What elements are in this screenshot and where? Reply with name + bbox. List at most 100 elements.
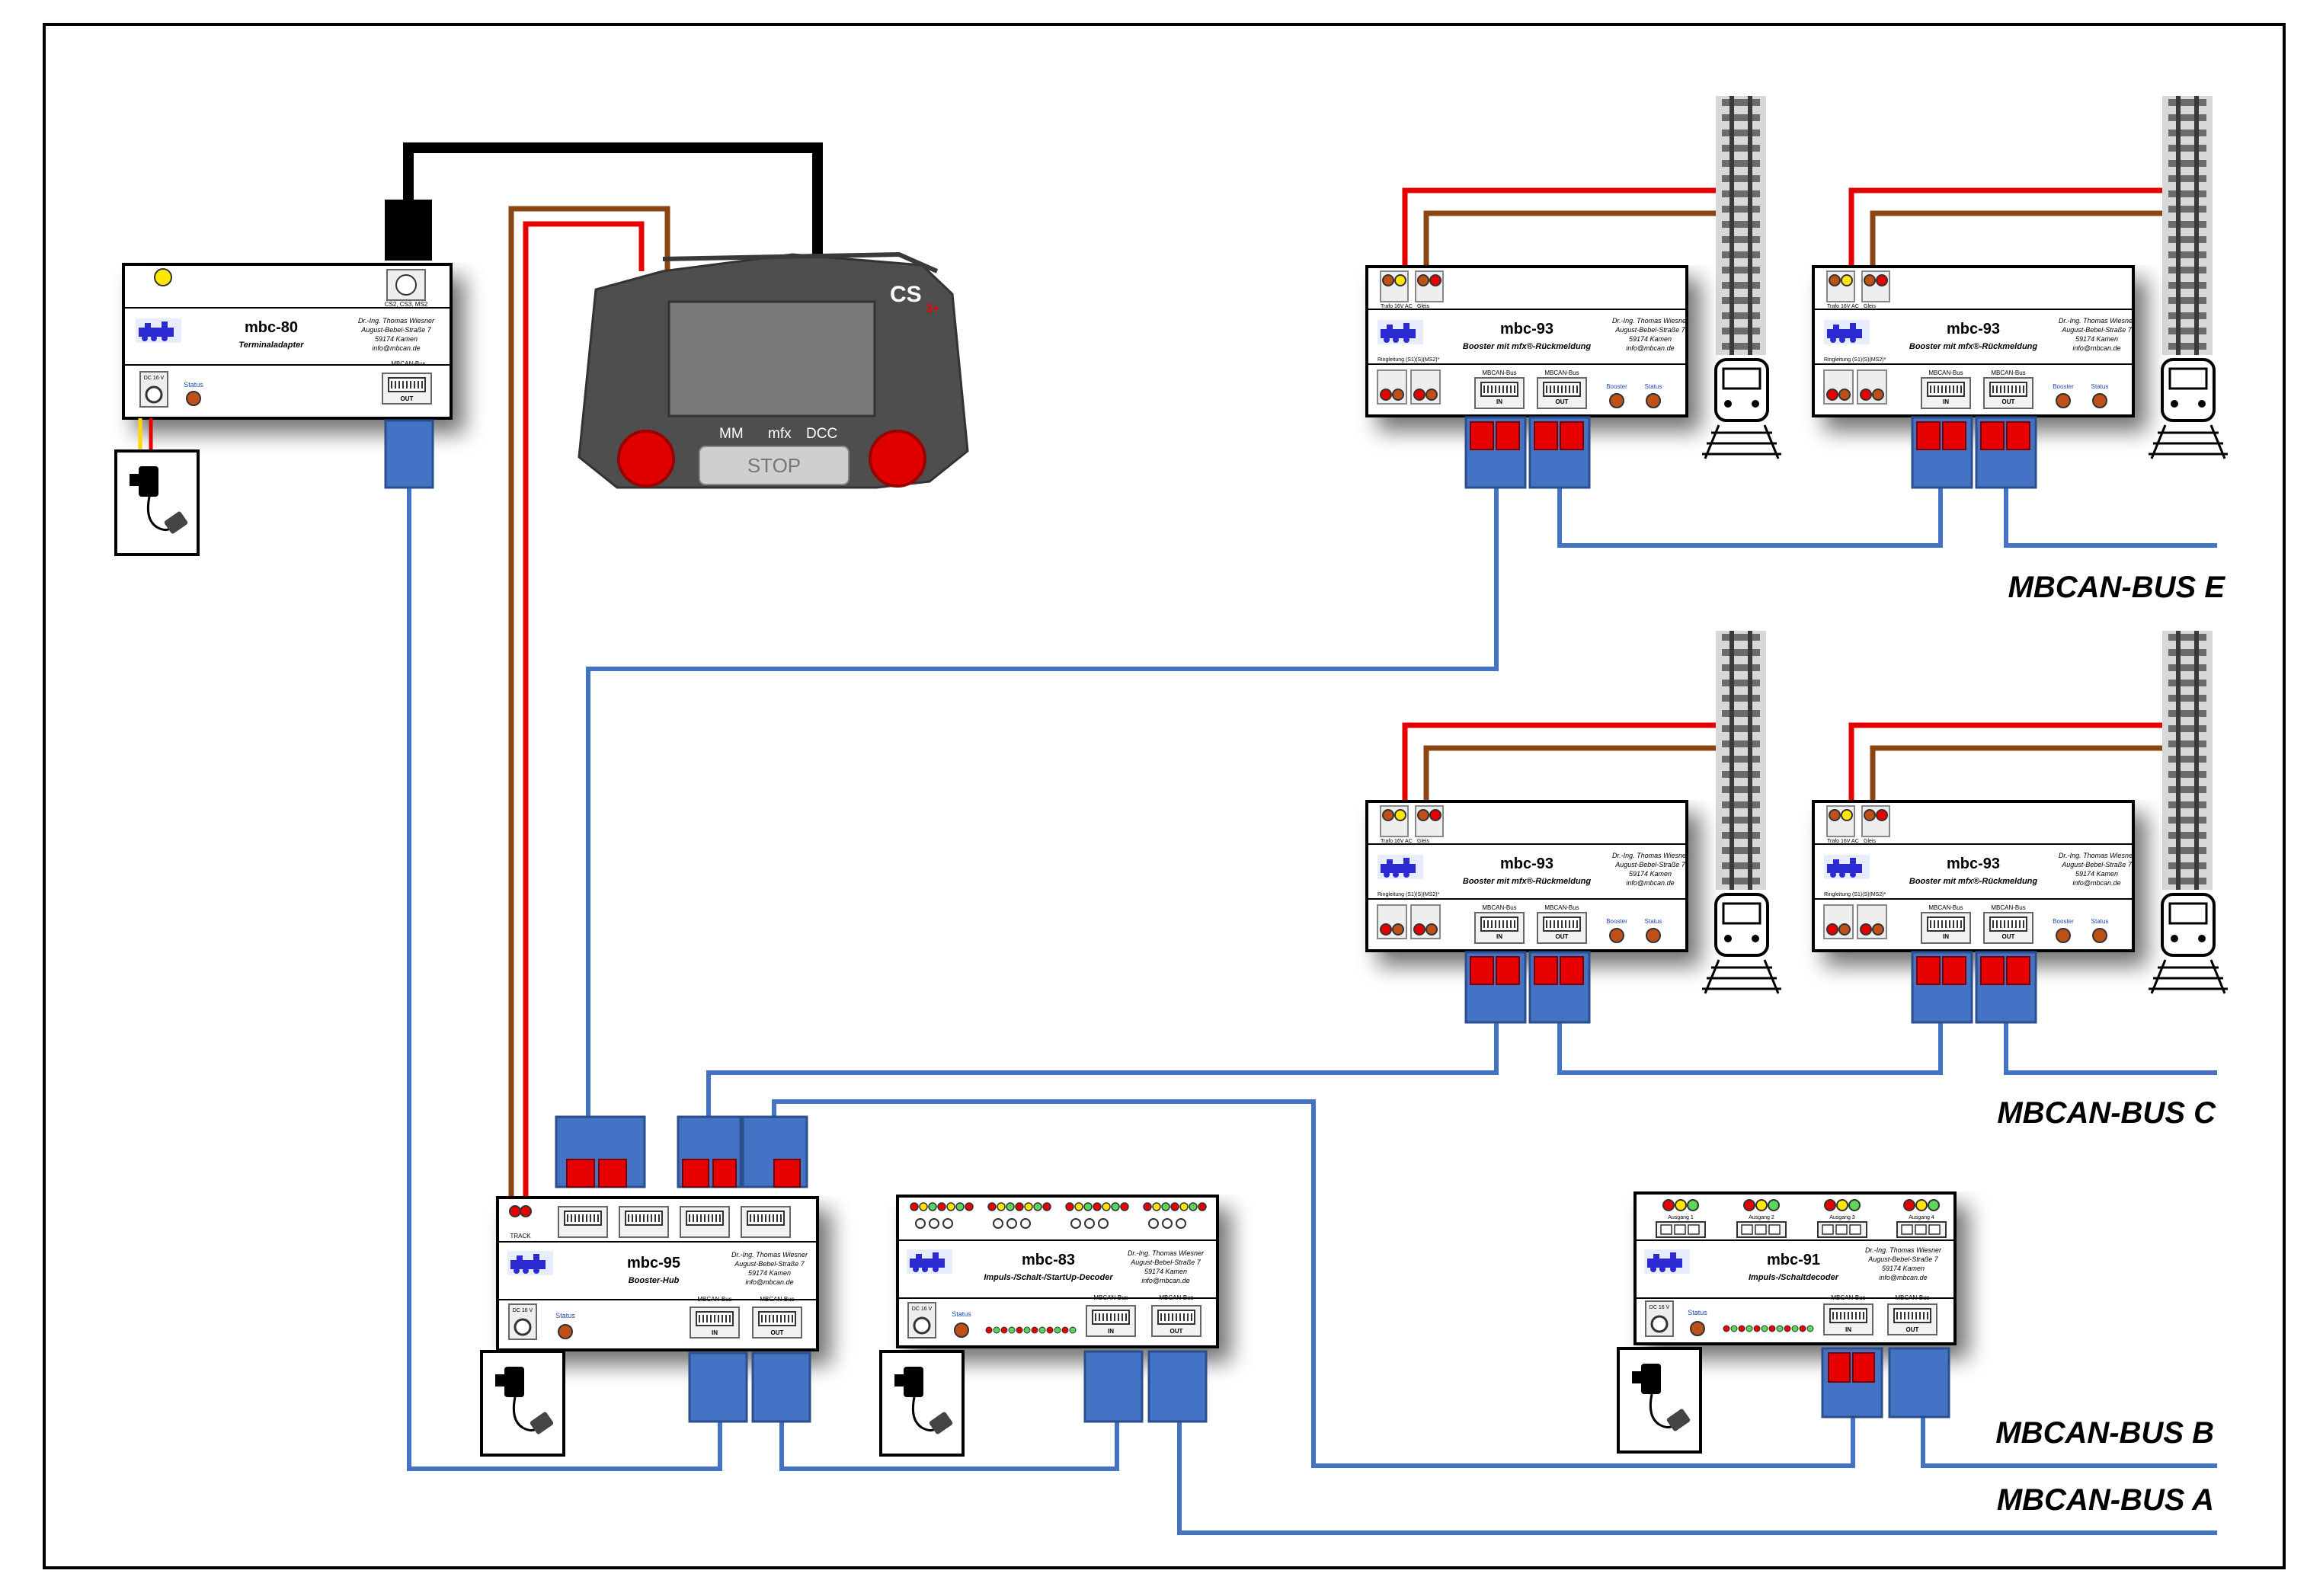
mbc95-power-label: DC 16 V (513, 1308, 533, 1313)
mbc95-subtitle: Booster-Hub (629, 1276, 680, 1285)
booster-bus-label-in: MBCAN-Bus (1482, 904, 1516, 911)
booster-ring-label: Ringleitung (S1)(S)(MS2)* (1824, 892, 1886, 897)
booster-wire-brown (1870, 210, 2162, 267)
mbc80-addr-3: 59174 Kamen (375, 335, 418, 343)
booster-booster-label: Booster (1606, 383, 1627, 390)
mbc91-logo (1644, 1249, 1690, 1274)
mbc91-output-label-1: Ausgang 1 (1668, 1215, 1694, 1220)
cs3-display (667, 300, 876, 417)
booster-address-4: info@mbcan.de (1626, 879, 1674, 887)
booster-status-button[interactable] (1646, 393, 1661, 408)
booster-booster-button[interactable] (2056, 393, 2071, 408)
booster-status-label: Status (2091, 918, 2109, 925)
mbc91-addr-4: info@mbcan.de (1879, 1274, 1927, 1281)
mbc95-name: mbc-95 (627, 1255, 680, 1271)
module-mbc95: TRACK mbc-95 Booster-Hub Dr.-Ing. Thomas… (480, 1115, 819, 1457)
mbc83-status-leds (985, 1326, 1077, 1334)
rail-track-icon (1716, 631, 1766, 890)
booster-subtitle: Booster mit mfx®-Rückmeldung (1463, 342, 1592, 351)
mbc95-bus-out-connector (751, 1351, 811, 1423)
mbc91-output-groups: Ausgang 1 Ausgang 2 Ausgang 3 Ausgang 4 (1656, 1199, 1947, 1238)
booster-wire-red (1848, 187, 2162, 267)
mbc95-out-port-1 (558, 1206, 608, 1238)
booster-address-4: info@mbcan.de (2072, 344, 2120, 352)
booster-status-button[interactable] (2092, 393, 2107, 408)
mbc83-name: mbc-83 (1022, 1252, 1075, 1268)
module-mbc83: mbc-83 Impuls-/Schalt-/StartUp-Decoder D… (879, 1195, 1219, 1457)
booster-logo (1824, 320, 1870, 344)
bus-label-e: MBCAN-BUS E (2008, 571, 2226, 604)
mbc95-bus-in-connector (688, 1351, 748, 1423)
booster-status-button[interactable] (2092, 928, 2107, 943)
locomotive-icon (2147, 358, 2229, 460)
cs3-right-knob[interactable] (869, 430, 926, 488)
mbc83-output-leds (910, 1202, 1207, 1229)
mbc91-bus-out-connector (1888, 1347, 1950, 1418)
booster-out-label: OUT (1556, 933, 1569, 940)
booster-booster-button[interactable] (2056, 928, 2071, 943)
mbc80-subtitle: Terminaladapter (238, 341, 304, 350)
booster-booster-label: Booster (2053, 383, 2074, 390)
mbc80-out-label: OUT (401, 395, 414, 402)
booster-address-4: info@mbcan.de (1626, 344, 1674, 352)
mbc83-bus-in-connector (1083, 1350, 1144, 1423)
mbc80-led (154, 268, 172, 286)
bus-label-a: MBCAN-BUS A (1997, 1483, 2214, 1517)
booster-address-1: Dr.-Ing. Thomas Wiesner (2059, 852, 2136, 859)
booster-status-label: Status (1645, 383, 1662, 390)
booster-logo (1377, 855, 1423, 879)
mbc91-in-label: IN (1845, 1326, 1851, 1333)
rail-track-icon (2162, 96, 2213, 355)
booster-bus-label-in: MBCAN-Bus (1928, 369, 1963, 376)
booster-status-button[interactable] (1646, 928, 1661, 943)
mbc83-addr-4: info@mbcan.de (1141, 1277, 1189, 1284)
bus-wire-c-feed (706, 1022, 1499, 1116)
track-feed-red (523, 221, 645, 1200)
mbc95-addr-1: Dr.-Ing. Thomas Wiesner (731, 1251, 808, 1259)
bus-wire-a (1177, 1422, 2217, 1535)
mbc91-addr-2: August-Bebel-Straße 7 (1867, 1255, 1939, 1263)
cs3-left-knob[interactable] (617, 430, 675, 488)
cs3-stop-button[interactable] (699, 446, 850, 485)
bus-wire-e-link (1557, 488, 1943, 548)
mbc91-output-label-2: Ausgang 2 (1749, 1215, 1774, 1220)
bus-wire-e (2004, 488, 2217, 548)
booster-ring-label: Ringleitung (S1)(S)(MS2)* (1377, 892, 1440, 897)
booster-booster-button[interactable] (1609, 928, 1624, 943)
booster-ring-label: Ringleitung (S1)(S)(MS2)* (1377, 357, 1440, 363)
mbc95-addr-4: info@mbcan.de (745, 1278, 793, 1286)
cs3-logo-sup: 3+ (926, 302, 939, 315)
mbc83-addr-2: August-Bebel-Straße 7 (1130, 1259, 1201, 1266)
mbc80-status-button[interactable] (186, 391, 201, 406)
booster-address-2: August-Bebel-Straße 7 (2061, 326, 2133, 334)
booster-out-label: OUT (2002, 933, 2015, 940)
booster-gleis-label: Gleis (1864, 304, 1876, 309)
booster-trafo-label: Trafo 16V AC (1381, 839, 1413, 844)
mbc95-in-label: IN (712, 1329, 718, 1336)
booster-status-label: Status (1645, 918, 1662, 925)
track-feed-wires (508, 206, 670, 1200)
mbc83-out-label: OUT (1170, 1328, 1183, 1335)
booster-gleis-label: Gleis (1417, 839, 1429, 844)
booster-logo (1824, 855, 1870, 879)
mbc83-status-button[interactable] (954, 1323, 969, 1338)
mbc91-addr-3: 59174 Kamen (1882, 1265, 1925, 1272)
bus-wire-80-to-95 (407, 488, 722, 1471)
mbc91-output-label-3: Ausgang 3 (1829, 1215, 1855, 1220)
booster-address-3: 59174 Kamen (2075, 870, 2118, 878)
mbc95-bus-label-out: MBCAN-Bus (760, 1296, 794, 1303)
rail-track-icon (2162, 631, 2213, 890)
booster-booster-button[interactable] (1609, 393, 1624, 408)
mbc91-status-leds (1723, 1325, 1814, 1332)
mbc91-out-label: OUT (1906, 1326, 1919, 1333)
mbc91-output-label-4: Ausgang 4 (1909, 1215, 1934, 1220)
mbc95-status-button[interactable] (558, 1324, 573, 1339)
cs3-logo: CS (890, 282, 922, 307)
bus-label-b: MBCAN-BUS B (1995, 1416, 2214, 1450)
mbc91-status-button[interactable] (1690, 1321, 1705, 1336)
mbc83-bus-label-in: MBCAN-Bus (1093, 1294, 1128, 1301)
booster-address-3: 59174 Kamen (1629, 335, 1672, 343)
